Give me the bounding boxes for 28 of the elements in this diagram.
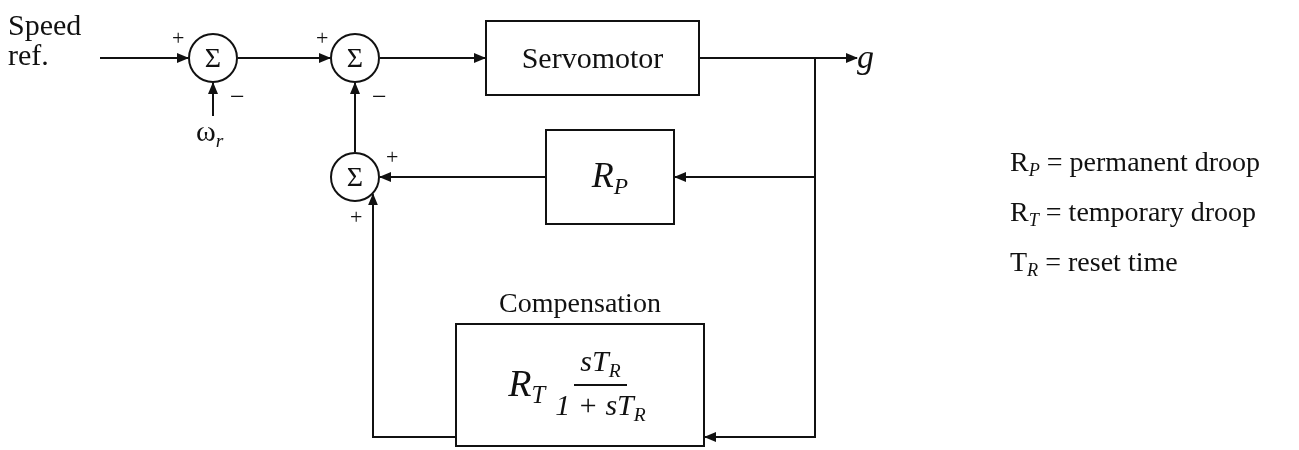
- summing-junction: Σ: [330, 33, 380, 83]
- summing-junction: Σ: [330, 152, 380, 202]
- arrow: [379, 53, 486, 63]
- definition-note: R$_{P}$ = permanent droop: [1010, 148, 1261, 180]
- arrow: [368, 193, 456, 438]
- arrow: [237, 53, 331, 63]
- sign-label: +: [172, 27, 185, 49]
- arrow: [350, 82, 360, 153]
- arrow: [99, 53, 189, 63]
- numerator: sT$_{R}$: [574, 344, 627, 386]
- block: R$_{P}$: [545, 129, 675, 225]
- signal-label: Speed ref.: [8, 10, 100, 102]
- block: Servomotor: [485, 20, 700, 96]
- signal-label: ω$_{r}$: [196, 116, 236, 150]
- definition-note: R$_{T}$ = temporary droop: [1010, 198, 1256, 230]
- signal-label: g: [857, 40, 879, 74]
- definition-note: T$_{R}$ = reset time: [1010, 248, 1178, 280]
- sign-label: +: [350, 206, 363, 228]
- sign-label: +: [386, 146, 399, 168]
- gain: R$_{T}$: [508, 360, 546, 410]
- summing-junction: Σ: [188, 33, 238, 83]
- denominator: 1 + sT$_{R}$: [554, 387, 647, 426]
- sign-label: +: [316, 27, 329, 49]
- block-heading: Compensation: [498, 287, 662, 319]
- arrow: [379, 172, 546, 182]
- sign-label: −: [372, 84, 387, 110]
- arrow: [208, 82, 218, 117]
- sign-label: −: [230, 84, 245, 110]
